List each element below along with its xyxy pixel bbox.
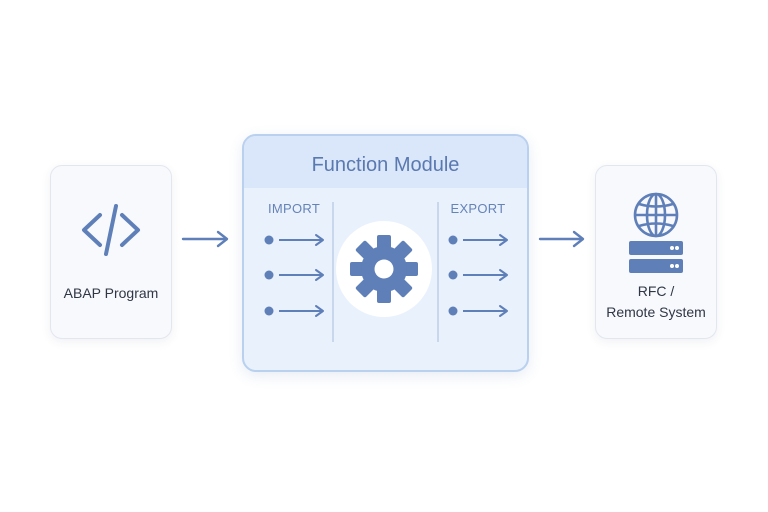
export-param-1 [448,234,508,246]
gear-badge [336,221,432,317]
export-parameters [448,234,508,317]
import-parameters [264,234,324,317]
export-divider [437,202,439,342]
abap-program-label: ABAP Program [63,285,159,301]
gear-icon [350,235,418,303]
import-divider [332,202,334,342]
globe-icon [633,192,679,238]
export-label: EXPORT [450,201,506,216]
server-icon [629,241,683,273]
function-module-header [244,136,527,188]
export-param-2 [448,269,508,281]
import-label: IMPORT [267,201,321,216]
export-param-3 [448,305,508,317]
function-module-box: Function Module IMPORT EXPORT [242,134,529,372]
code-icon [82,204,140,256]
function-module-title: Function Module [311,154,460,176]
remote-system-label-line1: RFC / [637,283,675,299]
abap-program-card: ABAP Program [50,165,172,339]
remote-system-label-line2: Remote System [606,304,706,320]
import-param-2 [264,269,324,281]
import-param-1 [264,234,324,246]
import-param-3 [264,305,324,317]
remote-system-card: RFC / Remote System [595,165,717,339]
